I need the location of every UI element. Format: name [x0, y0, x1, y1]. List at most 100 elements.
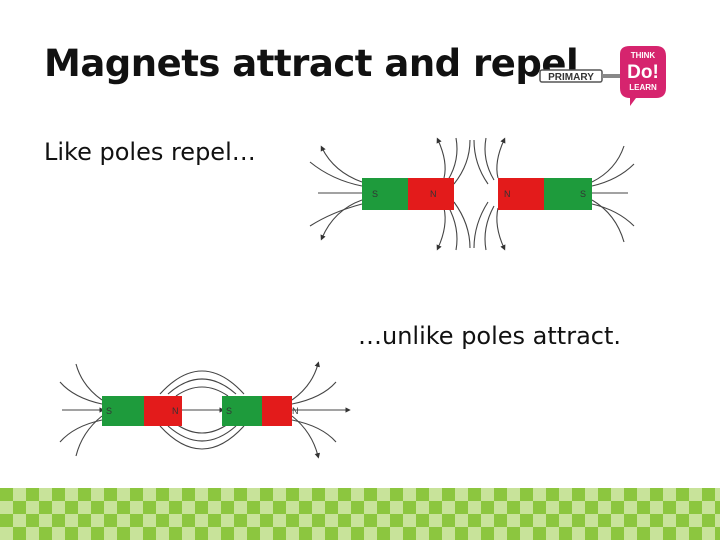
checker-square: [377, 501, 390, 514]
checker-square: [689, 488, 702, 501]
checker-square: [702, 501, 715, 514]
checker-square: [130, 514, 143, 527]
checker-square: [715, 514, 720, 527]
checker-square: [234, 527, 247, 540]
checker-square: [130, 488, 143, 501]
checker-square: [156, 514, 169, 527]
checker-square: [52, 501, 65, 514]
checker-square: [78, 527, 91, 540]
checker-square: [676, 501, 689, 514]
checker-square: [247, 527, 260, 540]
checker-square: [416, 501, 429, 514]
checker-square: [78, 488, 91, 501]
checker-square: [663, 527, 676, 540]
attract-magnet-right: S N: [222, 396, 299, 426]
checker-square: [715, 488, 720, 501]
checker-square: [390, 488, 403, 501]
checker-square: [13, 514, 26, 527]
checker-square: [455, 527, 468, 540]
checker-square: [52, 527, 65, 540]
checker-square: [325, 488, 338, 501]
checker-square: [169, 501, 182, 514]
checker-square: [195, 527, 208, 540]
checker-square: [403, 501, 416, 514]
attract-magnet-left: S N: [102, 396, 182, 426]
checker-square: [52, 488, 65, 501]
checker-square: [273, 527, 286, 540]
logo-learn-text: LEARN: [629, 83, 657, 92]
checker-square: [208, 514, 221, 527]
checker-square: [650, 488, 663, 501]
checker-square: [169, 527, 182, 540]
checker-square: [559, 488, 572, 501]
checker-square: [364, 488, 377, 501]
checker-square: [676, 527, 689, 540]
checker-square: [78, 501, 91, 514]
checker-square: [442, 527, 455, 540]
checker-square: [416, 514, 429, 527]
checker-square: [494, 514, 507, 527]
logo-think-text: THINK: [631, 51, 656, 60]
checker-square: [676, 514, 689, 527]
checker-square: [572, 488, 585, 501]
checker-square: [221, 488, 234, 501]
checker-square: [481, 514, 494, 527]
checker-square: [689, 501, 702, 514]
checker-square: [403, 514, 416, 527]
checker-square: [442, 488, 455, 501]
checker-square: [247, 488, 260, 501]
checker-square: [585, 514, 598, 527]
checker-square: [78, 514, 91, 527]
checker-square: [377, 488, 390, 501]
checker-square: [429, 514, 442, 527]
checker-square: [715, 527, 720, 540]
checker-square: [13, 501, 26, 514]
checker-square: [91, 514, 104, 527]
checker-square: [273, 488, 286, 501]
checker-square: [156, 488, 169, 501]
checker-square: [494, 501, 507, 514]
checker-square: [247, 501, 260, 514]
checker-square: [611, 514, 624, 527]
checker-square: [143, 514, 156, 527]
checker-square: [312, 527, 325, 540]
checker-square: [650, 514, 663, 527]
checker-square: [702, 488, 715, 501]
pole-label: S: [372, 189, 378, 199]
checker-square: [351, 501, 364, 514]
checker-square: [598, 501, 611, 514]
checker-square: [624, 501, 637, 514]
checker-square: [130, 501, 143, 514]
checker-square: [624, 514, 637, 527]
checker-square: [299, 514, 312, 527]
checker-square: [611, 488, 624, 501]
checker-square: [104, 514, 117, 527]
checker-square: [429, 488, 442, 501]
field-lines: [59, 361, 351, 459]
checker-square: [611, 501, 624, 514]
checker-square: [403, 527, 416, 540]
checker-square: [13, 488, 26, 501]
checker-square: [637, 527, 650, 540]
pole-label: N: [430, 189, 437, 199]
checker-square: [546, 527, 559, 540]
logo-primary-text: PRIMARY: [548, 72, 594, 83]
checker-square: [65, 514, 78, 527]
checker-square: [208, 488, 221, 501]
checker-square: [104, 488, 117, 501]
checker-square: [559, 501, 572, 514]
pole-label: N: [292, 406, 299, 416]
checker-square: [507, 527, 520, 540]
field-lines: [309, 137, 635, 251]
checker-square: [156, 527, 169, 540]
checker-square: [494, 527, 507, 540]
checker-square: [520, 527, 533, 540]
checker-square: [507, 501, 520, 514]
checker-square: [26, 488, 39, 501]
pole-label: S: [226, 406, 232, 416]
checker-square: [325, 527, 338, 540]
checker-square: [364, 514, 377, 527]
checker-square: [156, 501, 169, 514]
checker-square: [650, 501, 663, 514]
checker-square: [715, 501, 720, 514]
